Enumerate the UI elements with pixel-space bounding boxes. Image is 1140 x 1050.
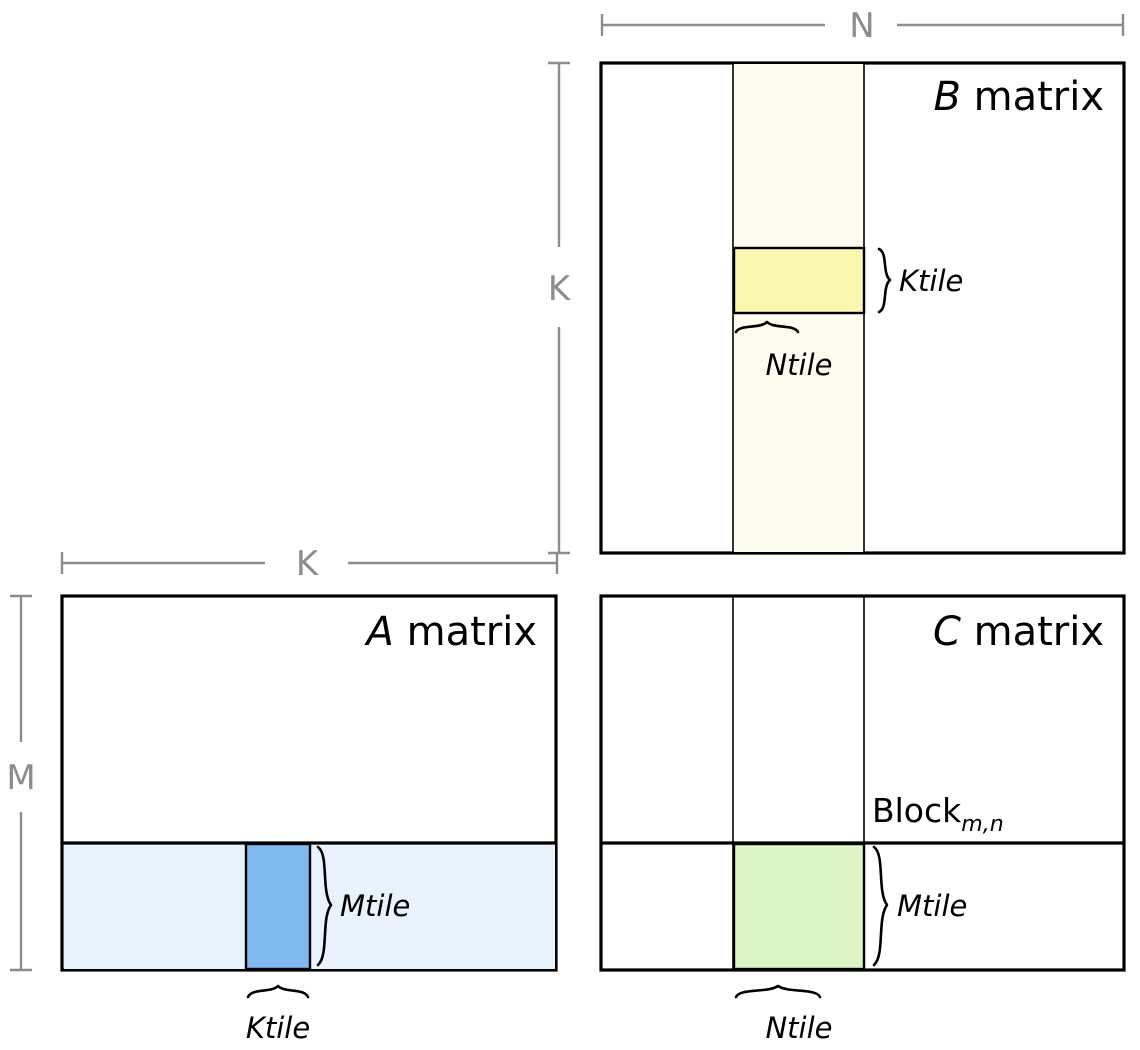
dim-k-vertical: K [548,61,572,555]
dim-k-horizontal-label: K [296,544,320,584]
b-matrix-title-symbol: B [933,74,960,120]
a-matrix-ktile-brace [246,984,310,999]
c-matrix-block-label: Blockm,n [872,791,1004,837]
dim-m-label: M [6,758,35,798]
a-matrix-title-text: matrix [394,609,537,655]
c-matrix-block-subscript: m,n [961,812,1003,837]
a-matrix-title-symbol: A [364,609,394,655]
c-matrix-title: C matrix [933,609,1104,655]
b-matrix: B matrix Ktile Ntile [599,61,1126,555]
c-matrix-mtile-brace [872,845,889,967]
c-matrix: C matrix Blockm,n Mtile Ntile [599,594,1126,1045]
c-matrix-mtile-label: Mtile [897,889,967,923]
c-matrix-title-symbol: C [933,609,961,655]
b-matrix-title: B matrix [933,74,1104,120]
c-matrix-block-text: Block [872,791,962,830]
c-matrix-tile [732,842,866,971]
b-matrix-ntile-brace [734,320,800,334]
a-matrix-tile [244,842,312,971]
dim-n-label: N [849,6,874,46]
c-matrix-title-text: matrix [961,609,1104,655]
a-matrix-ktile-label: Ktile [246,1011,310,1045]
b-matrix-ntile-label: Ntile [765,348,832,382]
a-matrix: A matrix Mtile Ktile [60,594,558,1045]
b-matrix-tile [732,246,866,315]
dim-m: M [6,594,36,972]
b-matrix-title-text: matrix [961,74,1104,120]
a-matrix-mtile-label: Mtile [340,889,410,923]
a-matrix-title: A matrix [364,609,537,655]
dim-n: N [600,6,1125,46]
dim-k-horizontal: K [60,544,559,584]
a-matrix-mtile-brace [316,845,333,967]
dim-k-vertical-label: K [548,269,572,309]
c-matrix-ntile-brace [734,984,822,999]
b-matrix-ktile-label: Ktile [899,264,963,298]
b-matrix-ktile-brace [877,247,892,314]
c-matrix-ntile-label: Ntile [765,1011,832,1045]
